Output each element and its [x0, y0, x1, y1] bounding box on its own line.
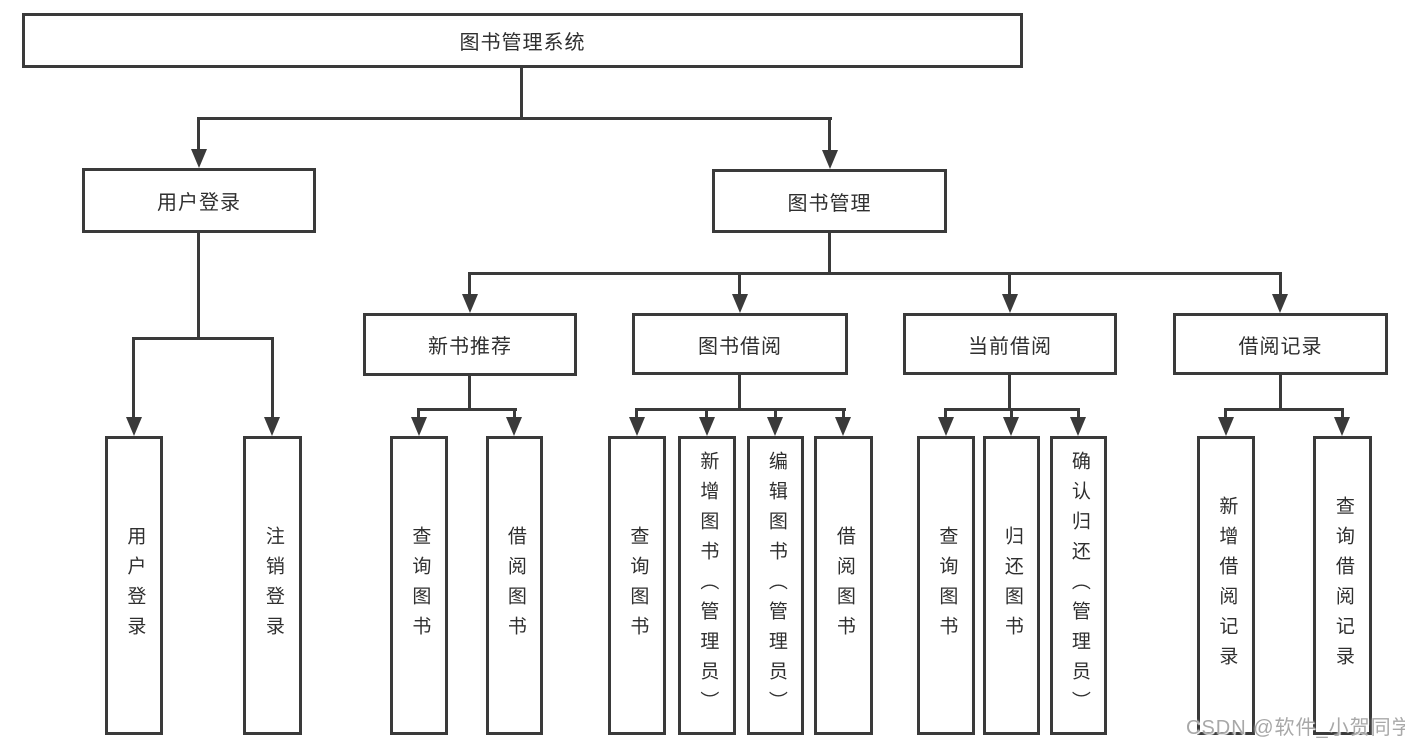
arrow-down-icon: [126, 417, 142, 436]
arrow-down-icon: [191, 149, 207, 168]
node-label: 图书管理系统: [459, 32, 586, 54]
node-label: 查询图书: [409, 525, 431, 646]
arrow-down-icon: [767, 417, 783, 436]
node-label: 查询图书: [936, 525, 958, 646]
connector: [417, 408, 420, 419]
connector: [738, 272, 741, 296]
arrow-down-icon: [938, 417, 954, 436]
connector: [1008, 272, 1011, 296]
leaf-add-borrow-record: 新增借阅记录: [1197, 436, 1255, 735]
connector: [1010, 408, 1013, 419]
node-root-system: 图书管理系统: [22, 13, 1023, 68]
arrow-down-icon: [629, 417, 645, 436]
connector: [520, 67, 523, 120]
connector: [1279, 272, 1282, 296]
connector: [774, 408, 777, 419]
arrow-down-icon: [822, 150, 838, 169]
leaf-confirm-return-admin: 确认归还（管理员）: [1050, 436, 1107, 735]
leaf-add-books-admin: 新增图书（管理员）: [678, 436, 736, 735]
arrow-down-icon: [506, 417, 522, 436]
node-book-management: 图书管理: [712, 169, 947, 233]
node-label: 归还图书: [1001, 525, 1023, 646]
connector: [417, 408, 517, 411]
leaf-query-books-borrowing: 查询图书: [608, 436, 666, 735]
connector: [842, 408, 845, 419]
node-label: 查询借阅记录: [1332, 495, 1354, 676]
node-label: 当前借阅: [968, 335, 1052, 358]
node-current-borrowing: 当前借阅: [903, 313, 1117, 375]
connector: [197, 117, 200, 150]
arrow-down-icon: [1334, 417, 1350, 436]
node-label: 借阅图书: [833, 525, 855, 646]
connector: [828, 117, 831, 150]
arrow-down-icon: [1272, 294, 1288, 313]
node-label: 用户登录: [157, 192, 241, 214]
node-user-login: 用户登录: [82, 168, 316, 233]
connector: [1224, 408, 1344, 411]
csdn-watermark: CSDN @软件_小贺同学: [1186, 717, 1405, 739]
node-label: 编辑图书（管理员）: [765, 450, 787, 721]
node-label: 借阅图书: [504, 525, 526, 646]
leaf-borrow-books-recommend: 借阅图书: [486, 436, 543, 735]
connector: [132, 337, 135, 418]
leaf-edit-books-admin: 编辑图书（管理员）: [747, 436, 804, 735]
arrow-down-icon: [264, 417, 280, 436]
connector: [197, 117, 832, 120]
node-label: 用户登录: [124, 525, 146, 646]
connector: [635, 408, 846, 411]
leaf-user-login: 用户登录: [105, 436, 163, 735]
leaf-query-books-recommend: 查询图书: [390, 436, 448, 735]
arrow-down-icon: [411, 417, 427, 436]
connector: [635, 408, 638, 419]
node-label: 图书管理: [787, 192, 872, 215]
connector: [1224, 408, 1227, 419]
connector: [271, 337, 274, 418]
leaf-borrow-books: 借阅图书: [814, 436, 873, 735]
leaf-query-books-current: 查询图书: [917, 436, 975, 735]
connector: [944, 408, 947, 419]
node-label: 借阅记录: [1238, 335, 1323, 358]
node-label: 注销登录: [262, 525, 284, 646]
node-label: 确认归还（管理员）: [1068, 450, 1090, 721]
connector: [468, 272, 471, 296]
connector: [1077, 408, 1080, 419]
leaf-query-borrow-record: 查询借阅记录: [1313, 436, 1372, 735]
arrow-down-icon: [1003, 417, 1019, 436]
node-borrowing-records: 借阅记录: [1173, 313, 1388, 375]
node-label: 查询图书: [627, 525, 649, 646]
connector: [705, 408, 708, 419]
node-label: 新增图书（管理员）: [697, 450, 719, 721]
node-label: 新增借阅记录: [1216, 495, 1238, 676]
connector: [513, 408, 516, 419]
node-label: 新书推荐: [428, 336, 512, 358]
arrow-down-icon: [835, 417, 851, 436]
connector: [197, 233, 200, 340]
arrow-down-icon: [462, 294, 478, 313]
connector: [468, 375, 471, 411]
node-label: 图书借阅: [698, 335, 782, 358]
connector: [738, 375, 741, 411]
connector: [1279, 375, 1282, 411]
leaf-return-books: 归还图书: [983, 436, 1040, 735]
connector: [1341, 408, 1344, 419]
connector: [1008, 375, 1011, 411]
connector: [828, 233, 831, 275]
node-new-book-recommend: 新书推荐: [363, 313, 577, 376]
arrow-down-icon: [732, 294, 748, 313]
arrow-down-icon: [699, 417, 715, 436]
arrow-down-icon: [1218, 417, 1234, 436]
connector: [132, 337, 274, 340]
node-book-borrowing: 图书借阅: [632, 313, 848, 375]
leaf-logout: 注销登录: [243, 436, 302, 735]
arrow-down-icon: [1070, 417, 1086, 436]
arrow-down-icon: [1002, 294, 1018, 313]
connector: [468, 272, 1282, 275]
